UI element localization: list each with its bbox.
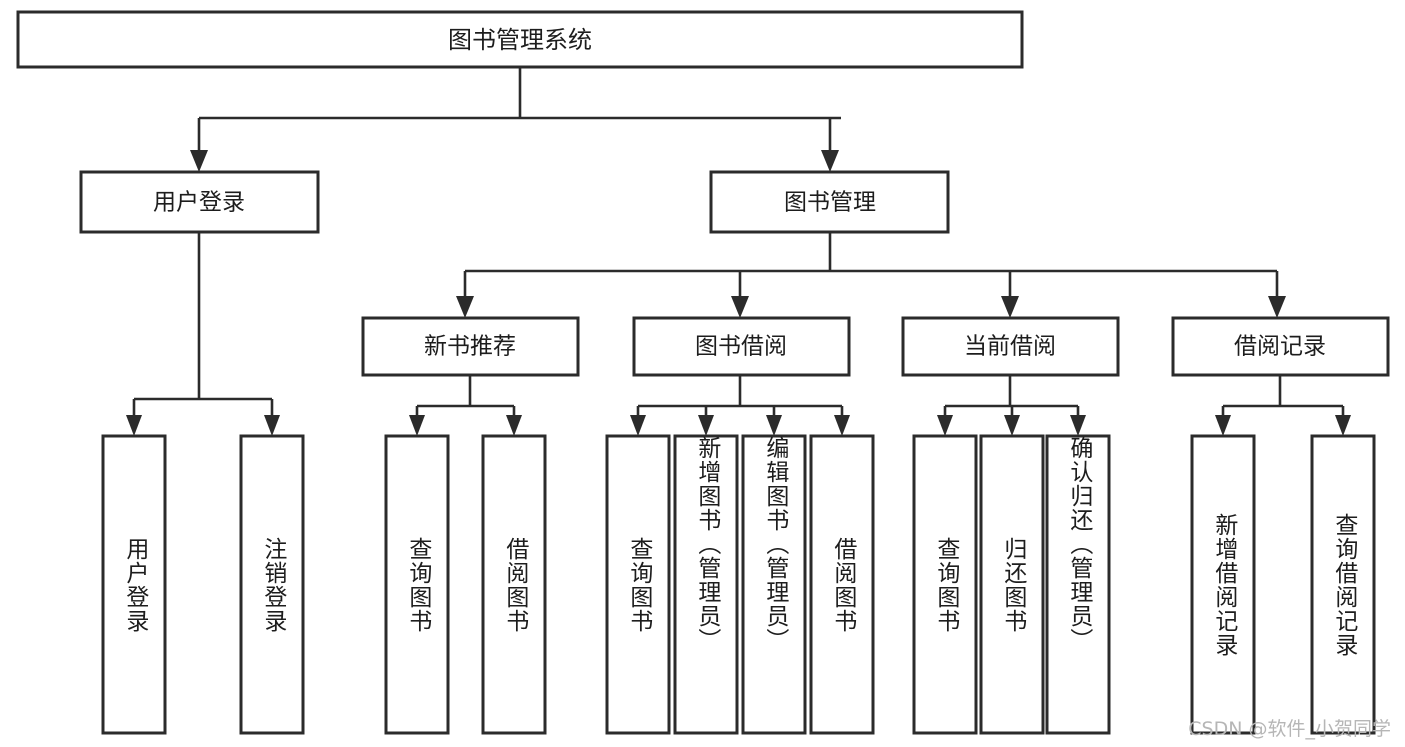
leaf-box-query-book-2[interactable]	[605, 434, 671, 735]
node-book-management[interactable]: 图书管理	[709, 170, 950, 234]
arrow-borrowrecord-leaf-2	[1335, 415, 1351, 436]
node-new-book-recommend-label: 新书推荐	[424, 334, 516, 360]
node-borrow-record[interactable]: 借阅记录	[1171, 316, 1390, 377]
leaf-boxes-book-borrow	[605, 434, 875, 735]
leaf-boxes-user-login	[101, 434, 305, 735]
arrow-bookborrow-leaf-1	[630, 415, 646, 436]
arrow-currentborrow-leaf-3	[1070, 415, 1086, 436]
leaf-box-logout[interactable]	[239, 434, 305, 735]
arrow-borrowrecord-leaf-1	[1215, 415, 1231, 436]
leaf-boxes-new-book-recommend	[384, 434, 547, 735]
leaf-box-add-book[interactable]	[673, 434, 739, 735]
node-current-borrow-label: 当前借阅	[964, 334, 1056, 360]
node-user-login[interactable]: 用户登录	[79, 170, 320, 234]
node-root-label: 图书管理系统	[448, 26, 592, 54]
node-user-login-label: 用户登录	[153, 190, 245, 216]
leaf-box-borrow-book-2[interactable]	[809, 434, 875, 735]
connector-bookborrow-to-leaves	[630, 375, 850, 436]
arrow-userlogin-leaf-2	[264, 415, 280, 436]
leaf-box-borrow-book-1[interactable]	[481, 434, 547, 735]
arrow-bookborrow-leaf-3	[766, 415, 782, 436]
connector-userlogin-to-leaves	[126, 232, 280, 436]
arrow-to-book-management	[821, 150, 839, 172]
connector-newbook-to-leaves	[409, 375, 522, 436]
arrow-currentborrow-leaf-2	[1004, 415, 1020, 436]
arrow-to-user-login	[190, 150, 208, 172]
arrow-newbook-leaf-2	[506, 415, 522, 436]
node-book-borrow-box	[632, 316, 851, 377]
connector-borrowrecord-to-leaves	[1215, 375, 1351, 436]
node-new-book-recommend[interactable]: 新书推荐	[361, 316, 580, 377]
node-new-book-recommend-box	[361, 316, 580, 377]
leaf-box-return-book[interactable]	[979, 434, 1045, 735]
leaf-box-query-book-1[interactable]	[384, 434, 450, 735]
leaf-boxes-borrow-record	[1190, 434, 1376, 735]
leaf-boxes-current-borrow	[912, 434, 1111, 735]
arrow-currentborrow-leaf-1	[937, 415, 953, 436]
arrow-to-borrow-record	[1268, 296, 1286, 318]
node-user-login-box	[79, 170, 320, 234]
connector-root-to-level2	[190, 67, 841, 172]
connector-bookmgmt-to-level3	[456, 232, 1286, 318]
arrow-to-current-borrow	[1001, 296, 1019, 318]
node-root[interactable]: 图书管理系统	[16, 10, 1024, 69]
node-borrow-record-box	[1171, 316, 1390, 377]
arrow-to-book-borrow	[731, 296, 749, 318]
node-book-management-box	[709, 170, 950, 234]
node-root-box	[16, 10, 1024, 69]
arrow-newbook-leaf-1	[409, 415, 425, 436]
connector-currentborrow-to-leaves	[937, 375, 1086, 436]
leaf-box-add-record[interactable]	[1190, 434, 1256, 735]
arrow-bookborrow-leaf-2	[698, 415, 714, 436]
arrow-to-new-book-recommend	[456, 296, 474, 318]
leaf-box-edit-book[interactable]	[741, 434, 807, 735]
node-book-borrow-label: 图书借阅	[695, 334, 787, 360]
node-current-borrow[interactable]: 当前借阅	[901, 316, 1120, 377]
arrow-userlogin-leaf-1	[126, 415, 142, 436]
leaf-box-query-book-3[interactable]	[912, 434, 978, 735]
node-book-management-label: 图书管理	[784, 190, 876, 216]
leaf-box-user-login[interactable]	[101, 434, 167, 735]
leaf-box-confirm-return[interactable]	[1045, 434, 1111, 735]
node-current-borrow-box	[901, 316, 1120, 377]
node-borrow-record-label: 借阅记录	[1234, 334, 1326, 360]
node-book-borrow[interactable]: 图书借阅	[632, 316, 851, 377]
leaf-box-query-record[interactable]	[1310, 434, 1376, 735]
arrow-bookborrow-leaf-4	[834, 415, 850, 436]
